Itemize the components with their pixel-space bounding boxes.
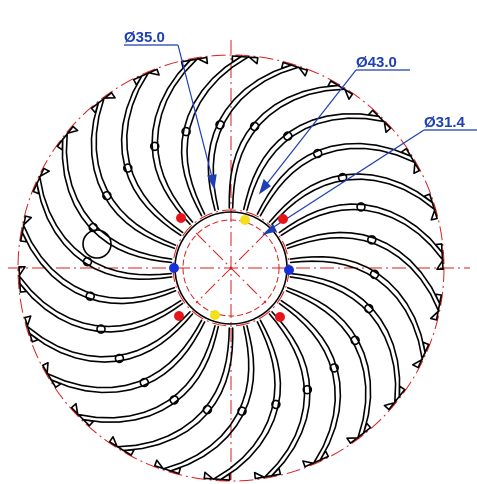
marker-yellow-bottom	[210, 310, 220, 320]
fin-bulb-18	[96, 324, 106, 334]
fin-10	[278, 299, 342, 468]
fin-group	[18, 55, 444, 481]
fin-23	[120, 68, 184, 237]
fin-bulb-8	[363, 303, 374, 314]
fin-21	[56, 125, 173, 264]
fin-2	[242, 109, 392, 211]
fin-20	[32, 167, 173, 280]
mount-hole-circle	[82, 229, 112, 259]
fin-15	[70, 325, 220, 427]
dim-label-43: Ø43.0	[356, 54, 397, 71]
fin-26	[207, 61, 309, 211]
marker-red-bottom-right	[275, 312, 285, 322]
marker-blue-right	[284, 265, 294, 275]
fin-bulb-16	[139, 377, 150, 388]
fin-bulb-7	[369, 269, 380, 280]
fin-bulb-17	[114, 353, 125, 364]
fin-bulb-3	[312, 148, 323, 159]
fin-5	[278, 203, 444, 270]
fin-bulb-15	[169, 395, 179, 405]
fin-bulb-22	[102, 190, 112, 201]
fin-bulb-21	[88, 222, 98, 233]
fin-bulb-24	[149, 141, 160, 152]
marker-red-bottom-left	[174, 311, 184, 321]
fin-13	[153, 325, 255, 475]
dim-31-leader	[265, 129, 425, 233]
fin-bulb-1	[249, 121, 260, 132]
fin-bulb-11	[302, 384, 313, 395]
dim-43-leader	[261, 69, 357, 191]
fin-25	[180, 55, 259, 217]
markers	[169, 213, 294, 322]
fin-bulb-20	[82, 256, 93, 267]
mount-hole	[82, 229, 112, 259]
fin-bulb-14	[202, 404, 213, 415]
fin-24	[151, 56, 209, 225]
fin-4	[268, 173, 438, 225]
dim-43-arrow	[258, 178, 271, 195]
fin-bulb-25	[181, 126, 191, 137]
fin-bulb-26	[215, 120, 225, 130]
diagonal-center-line-2	[195, 232, 267, 304]
marker-red-top-left	[176, 213, 186, 223]
fin-bulb-6	[366, 235, 377, 245]
fin-22	[90, 92, 177, 250]
fin-bulb-2	[282, 131, 293, 141]
fin-bulb-9	[350, 335, 360, 346]
fin-14	[108, 327, 234, 456]
fin-9	[285, 286, 372, 444]
fin-8	[289, 272, 406, 411]
fin-bulb-12	[271, 399, 281, 410]
fin-12	[203, 319, 282, 481]
dimension-leaders	[124, 44, 477, 236]
dim-35-leader	[177, 44, 215, 186]
dim-35-arrow	[207, 174, 217, 190]
fin-bulb-19	[85, 291, 95, 302]
fin-bulb-4	[337, 172, 348, 183]
dim-31-arrow	[262, 223, 277, 236]
fin-3	[256, 142, 421, 217]
fin-bulb-13	[237, 406, 247, 417]
fin-18	[18, 266, 184, 333]
fin-6	[285, 231, 443, 321]
fin-bulb-23	[123, 163, 133, 173]
fin-1	[228, 80, 354, 209]
marker-red-top-right	[278, 214, 288, 224]
fin-11	[253, 311, 311, 480]
fin-bulb-10	[329, 363, 340, 373]
dim-label-35: Ø35.0	[124, 29, 165, 46]
fin-17	[24, 311, 194, 363]
fin-bulb-5	[356, 202, 366, 212]
marker-blue-left	[169, 263, 179, 273]
marker-yellow-top	[240, 215, 250, 225]
fin-16	[41, 319, 206, 394]
dim-label-31: Ø31.4	[424, 114, 466, 131]
fin-7	[289, 256, 430, 369]
fin-19	[19, 215, 177, 305]
